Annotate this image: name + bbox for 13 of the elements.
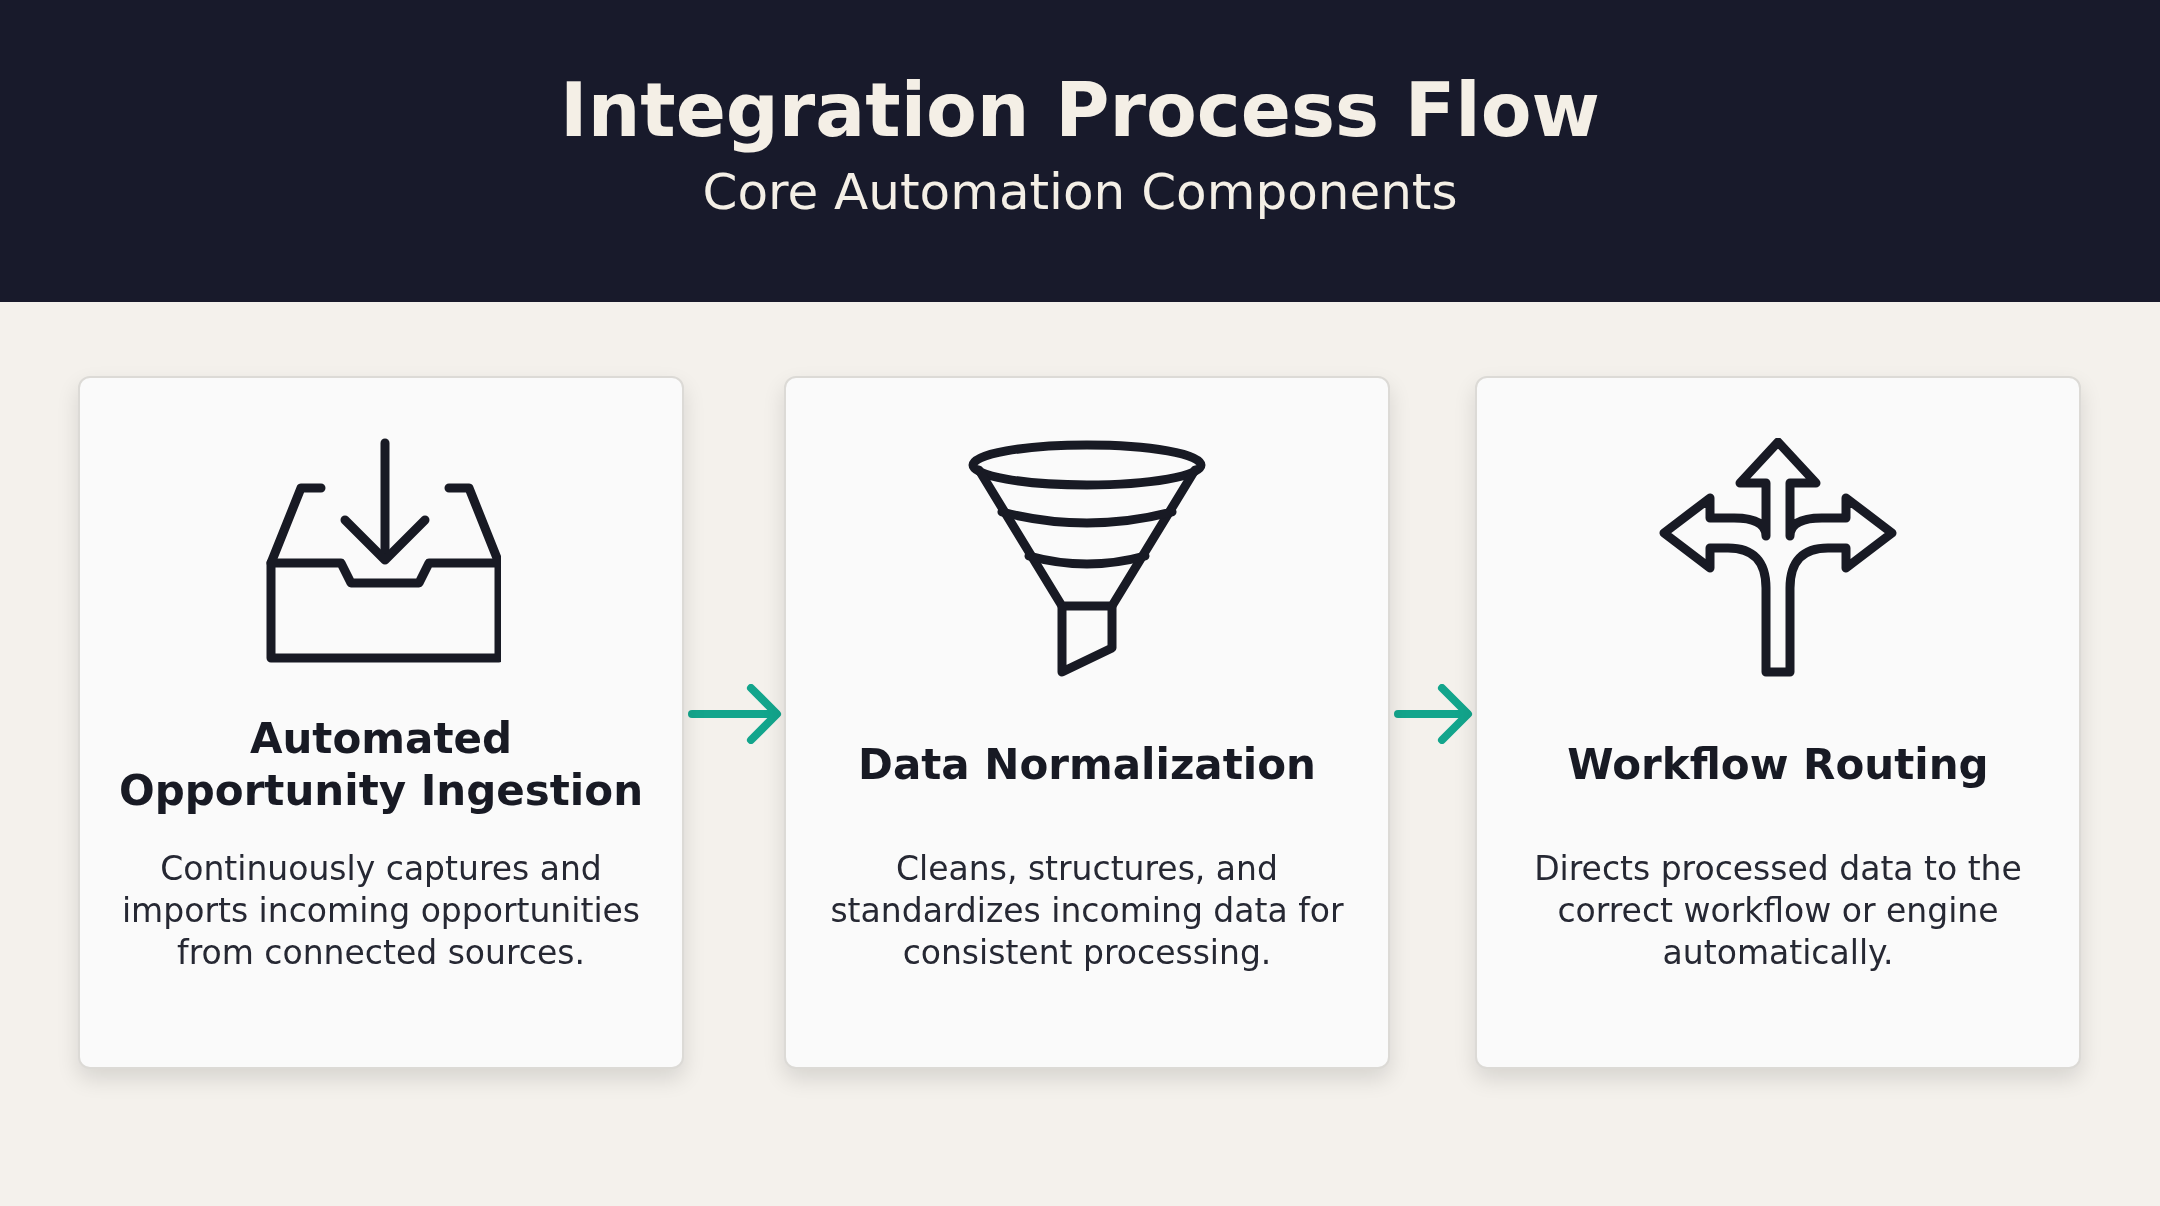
card-description: Cleans, structures, and standardizes incoming data for consistent processing. [829, 848, 1345, 974]
card-heading: Workflow Routing [1567, 738, 1989, 791]
process-card [1475, 376, 2081, 1069]
card-heading: Automated Opportunity Ingestion [117, 712, 645, 817]
arrow [1394, 684, 1472, 744]
subtitle: Core Automation Components [702, 161, 1458, 222]
card-heading: Data Normalization [858, 738, 1316, 791]
arrow [688, 684, 781, 744]
process-card [784, 376, 1390, 1069]
card-description: Continuously captures and imports incoming opportunities from connected sources. [120, 848, 642, 974]
process-card [78, 376, 684, 1069]
title: Integration Process Flow [560, 70, 1600, 152]
card-description: Directs processed data to the correct workflow or engine automatically. [1533, 848, 2023, 974]
